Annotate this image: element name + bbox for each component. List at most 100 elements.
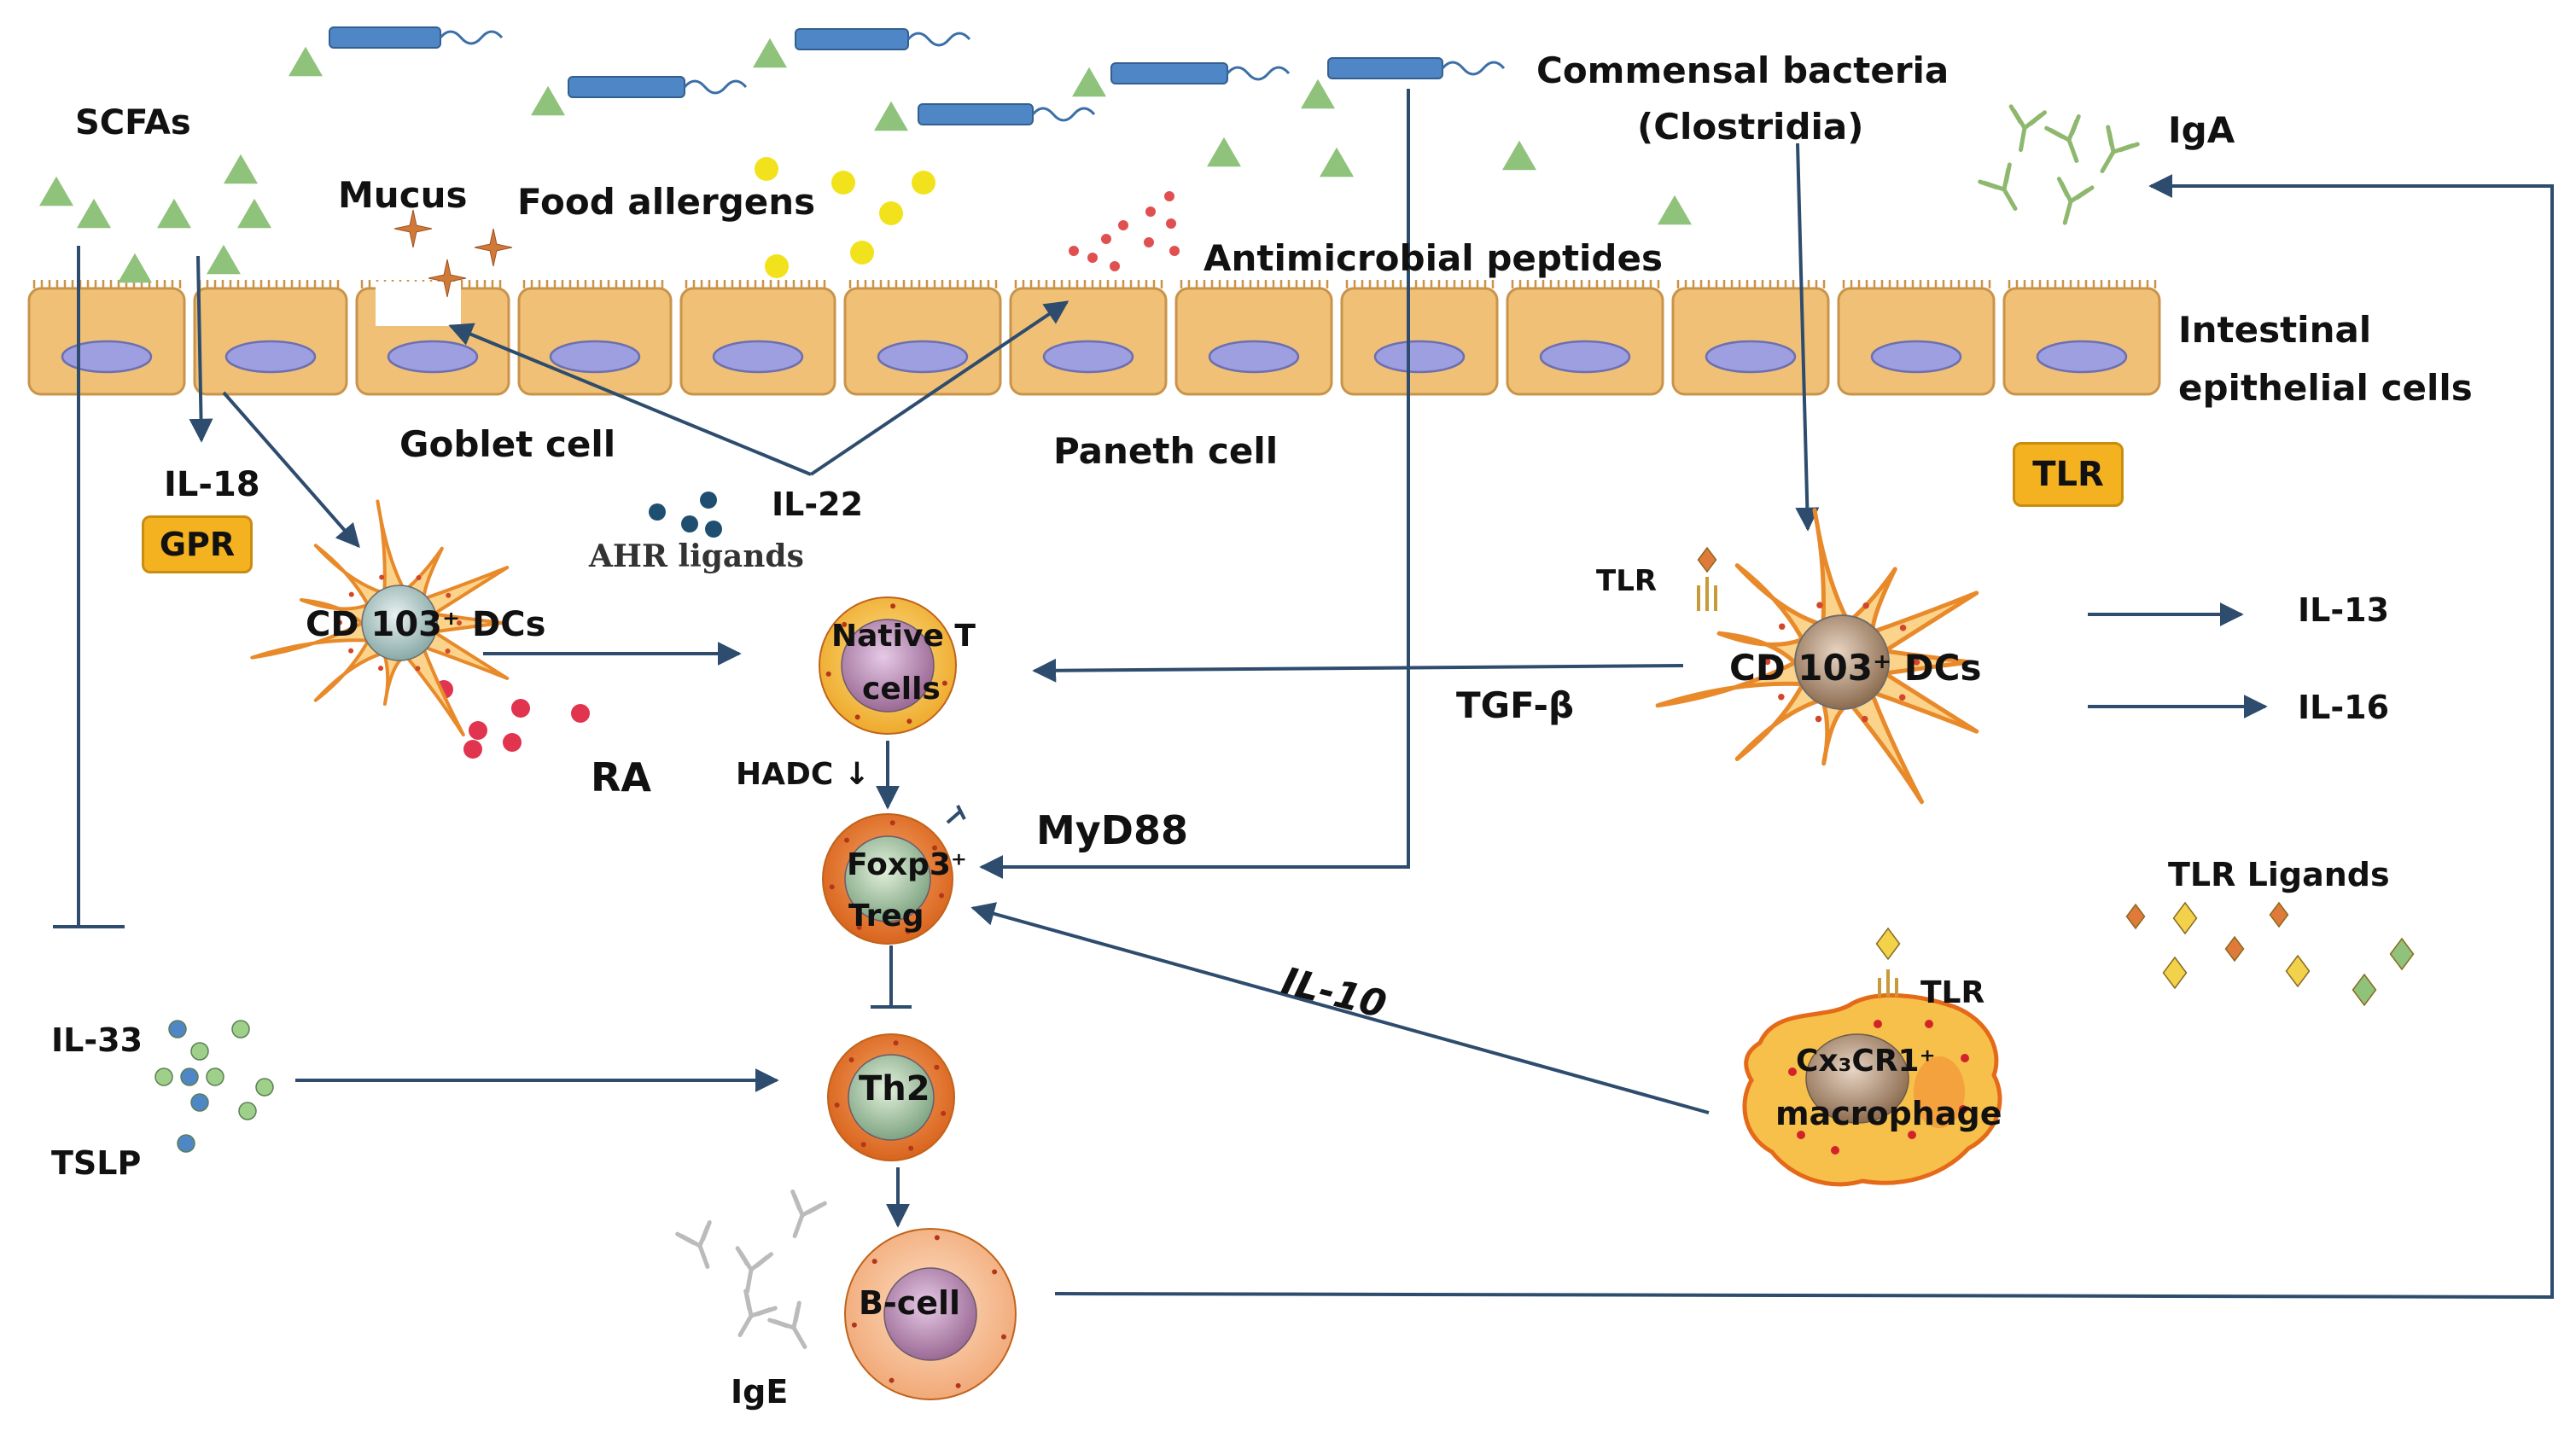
epithelial-cell: [1009, 280, 1168, 396]
ra-label: RA: [591, 754, 652, 800]
treg-cell-granule: [939, 893, 945, 899]
treg-cell-nucleus: [844, 835, 931, 922]
mucus-star: [393, 209, 433, 248]
tlr-ligands-label: TLR Ligands: [2168, 856, 2390, 893]
il10-to-treg-arrow: [970, 902, 1710, 1114]
dendritic-cell-right-granule: [1778, 623, 1786, 631]
th2-label: Th2: [859, 1069, 930, 1108]
macrophage-tlr: [1878, 969, 1898, 997]
commensal-bacteria-label: Commensal bacteria: [1536, 49, 1949, 91]
myd88-inhibit-bar: [956, 805, 966, 820]
food-allergen: [831, 171, 855, 195]
bcell-label: B-cell: [859, 1284, 961, 1322]
antibody: [2100, 125, 2140, 174]
b-cell-granule: [1000, 1334, 1006, 1340]
ahr-ligands-label: AHR ligands: [589, 538, 804, 574]
b-cell-granule: [871, 1259, 877, 1265]
b-cell-granule: [889, 1377, 895, 1383]
ra-dot: [503, 733, 522, 752]
native-t-cell-granule: [890, 603, 896, 609]
epithelial-nucleus: [1042, 340, 1134, 374]
tlr-ligand: [2285, 954, 2311, 988]
food-allergen: [912, 171, 935, 195]
antibody: [2008, 104, 2048, 153]
treg-cell-granule: [856, 924, 862, 930]
il22-to-paneth-arrow: [809, 300, 1069, 476]
antimicrobial-peptide: [1164, 191, 1174, 201]
bacterium-body: [1110, 62, 1228, 84]
macrophage-granule: [1959, 1105, 1967, 1114]
antimicrobial-peptide: [1169, 246, 1180, 256]
tlr-ligand: [1875, 927, 1901, 961]
th2-cell: [827, 1033, 955, 1161]
native-t-cell-granule: [935, 630, 941, 636]
epithelial-nucleus: [1373, 340, 1466, 374]
macrophage-granule: [1925, 1020, 1933, 1028]
antimicrobial-peptide: [1145, 207, 1156, 217]
dendritic-cell-left-granule: [445, 648, 451, 654]
epithelial-nucleus: [1539, 340, 1631, 374]
tlr-macrophage-label: TLR: [1920, 975, 1985, 1010]
b-cell-nucleus: [883, 1267, 977, 1361]
microvilli: [1014, 280, 1163, 288]
antimicrobial-peptide: [1118, 220, 1128, 230]
bacterium-flagellum: [1441, 61, 1506, 76]
bacterium-body: [1327, 57, 1443, 79]
native-t-cell: [819, 596, 957, 735]
il18-label: IL-18: [164, 465, 260, 504]
ra-dot: [571, 704, 590, 723]
antibody-shape: [790, 1189, 827, 1238]
goblet-cell-label: Goblet cell: [399, 423, 616, 465]
food-allergens-label: Food allergens: [517, 181, 816, 223]
cytokine-dot: [231, 1020, 250, 1038]
tlr-ligand: [2172, 901, 2198, 935]
scfa-triangle: [753, 38, 787, 68]
treg-cell: [822, 813, 953, 945]
native-t-label-1: Native T: [831, 619, 976, 654]
tlr-ligand: [2224, 935, 2245, 963]
scfa-triangle: [1207, 137, 1241, 167]
treg-cell-granule: [889, 820, 895, 826]
dendritic-cell-left: [250, 499, 510, 736]
dendritic-cell-left-granule: [379, 574, 385, 580]
native-t-cell-granule: [854, 714, 860, 720]
commensal-to-dc-arrow: [1795, 143, 1820, 532]
scfas-label: SCFAs: [75, 103, 191, 143]
epithelial-cell: [1671, 280, 1830, 396]
antibody-shape: [737, 1289, 778, 1338]
intestinal-epithelium: [27, 280, 2161, 396]
macrophage-label-2: macrophage: [1775, 1095, 2002, 1132]
microvilli: [522, 280, 664, 288]
dendritic-cell-right-granule: [1763, 658, 1771, 666]
il33-label: IL-33: [51, 1021, 143, 1059]
epithelial-nucleus: [877, 340, 969, 374]
gpr-tag: GPR: [142, 515, 253, 573]
b-cell: [844, 1228, 1017, 1400]
bacterium: [568, 76, 748, 98]
dendritic-cell-right-nucleus: [1794, 614, 1890, 710]
epithelial-cell: [1837, 280, 1996, 396]
dendritic-cell-left-granule: [337, 620, 343, 625]
mucus-star: [428, 259, 467, 298]
dendritic-cell-right-granule: [1899, 624, 1907, 631]
bacterium: [1110, 62, 1291, 84]
scfa-triangle: [288, 46, 323, 77]
ra-dot: [511, 699, 530, 718]
bcell-to-iga-arrow: [1054, 174, 2554, 1300]
tlr-ligand: [2389, 937, 2415, 971]
macrophage-vacuole: [1914, 1056, 1965, 1128]
cytokine-dot: [177, 1134, 195, 1153]
clostridia-label: (Clostridia): [1637, 106, 1864, 148]
dendritic-cell-left-granule: [446, 592, 452, 598]
ahr-ligand: [700, 492, 717, 509]
bacterium-flagellum: [906, 32, 971, 47]
antibody-shape: [675, 1219, 712, 1269]
th2-cell-granule: [860, 1142, 866, 1148]
th2-cell-granule: [834, 1102, 840, 1108]
ahr-ligand: [705, 521, 722, 538]
antimicrobial-peptide: [1144, 237, 1154, 247]
scfa-triangle: [237, 198, 271, 229]
th2-cell-granule: [934, 1064, 940, 1070]
b-cell-granule: [955, 1382, 961, 1388]
antibody: [2044, 113, 2081, 163]
